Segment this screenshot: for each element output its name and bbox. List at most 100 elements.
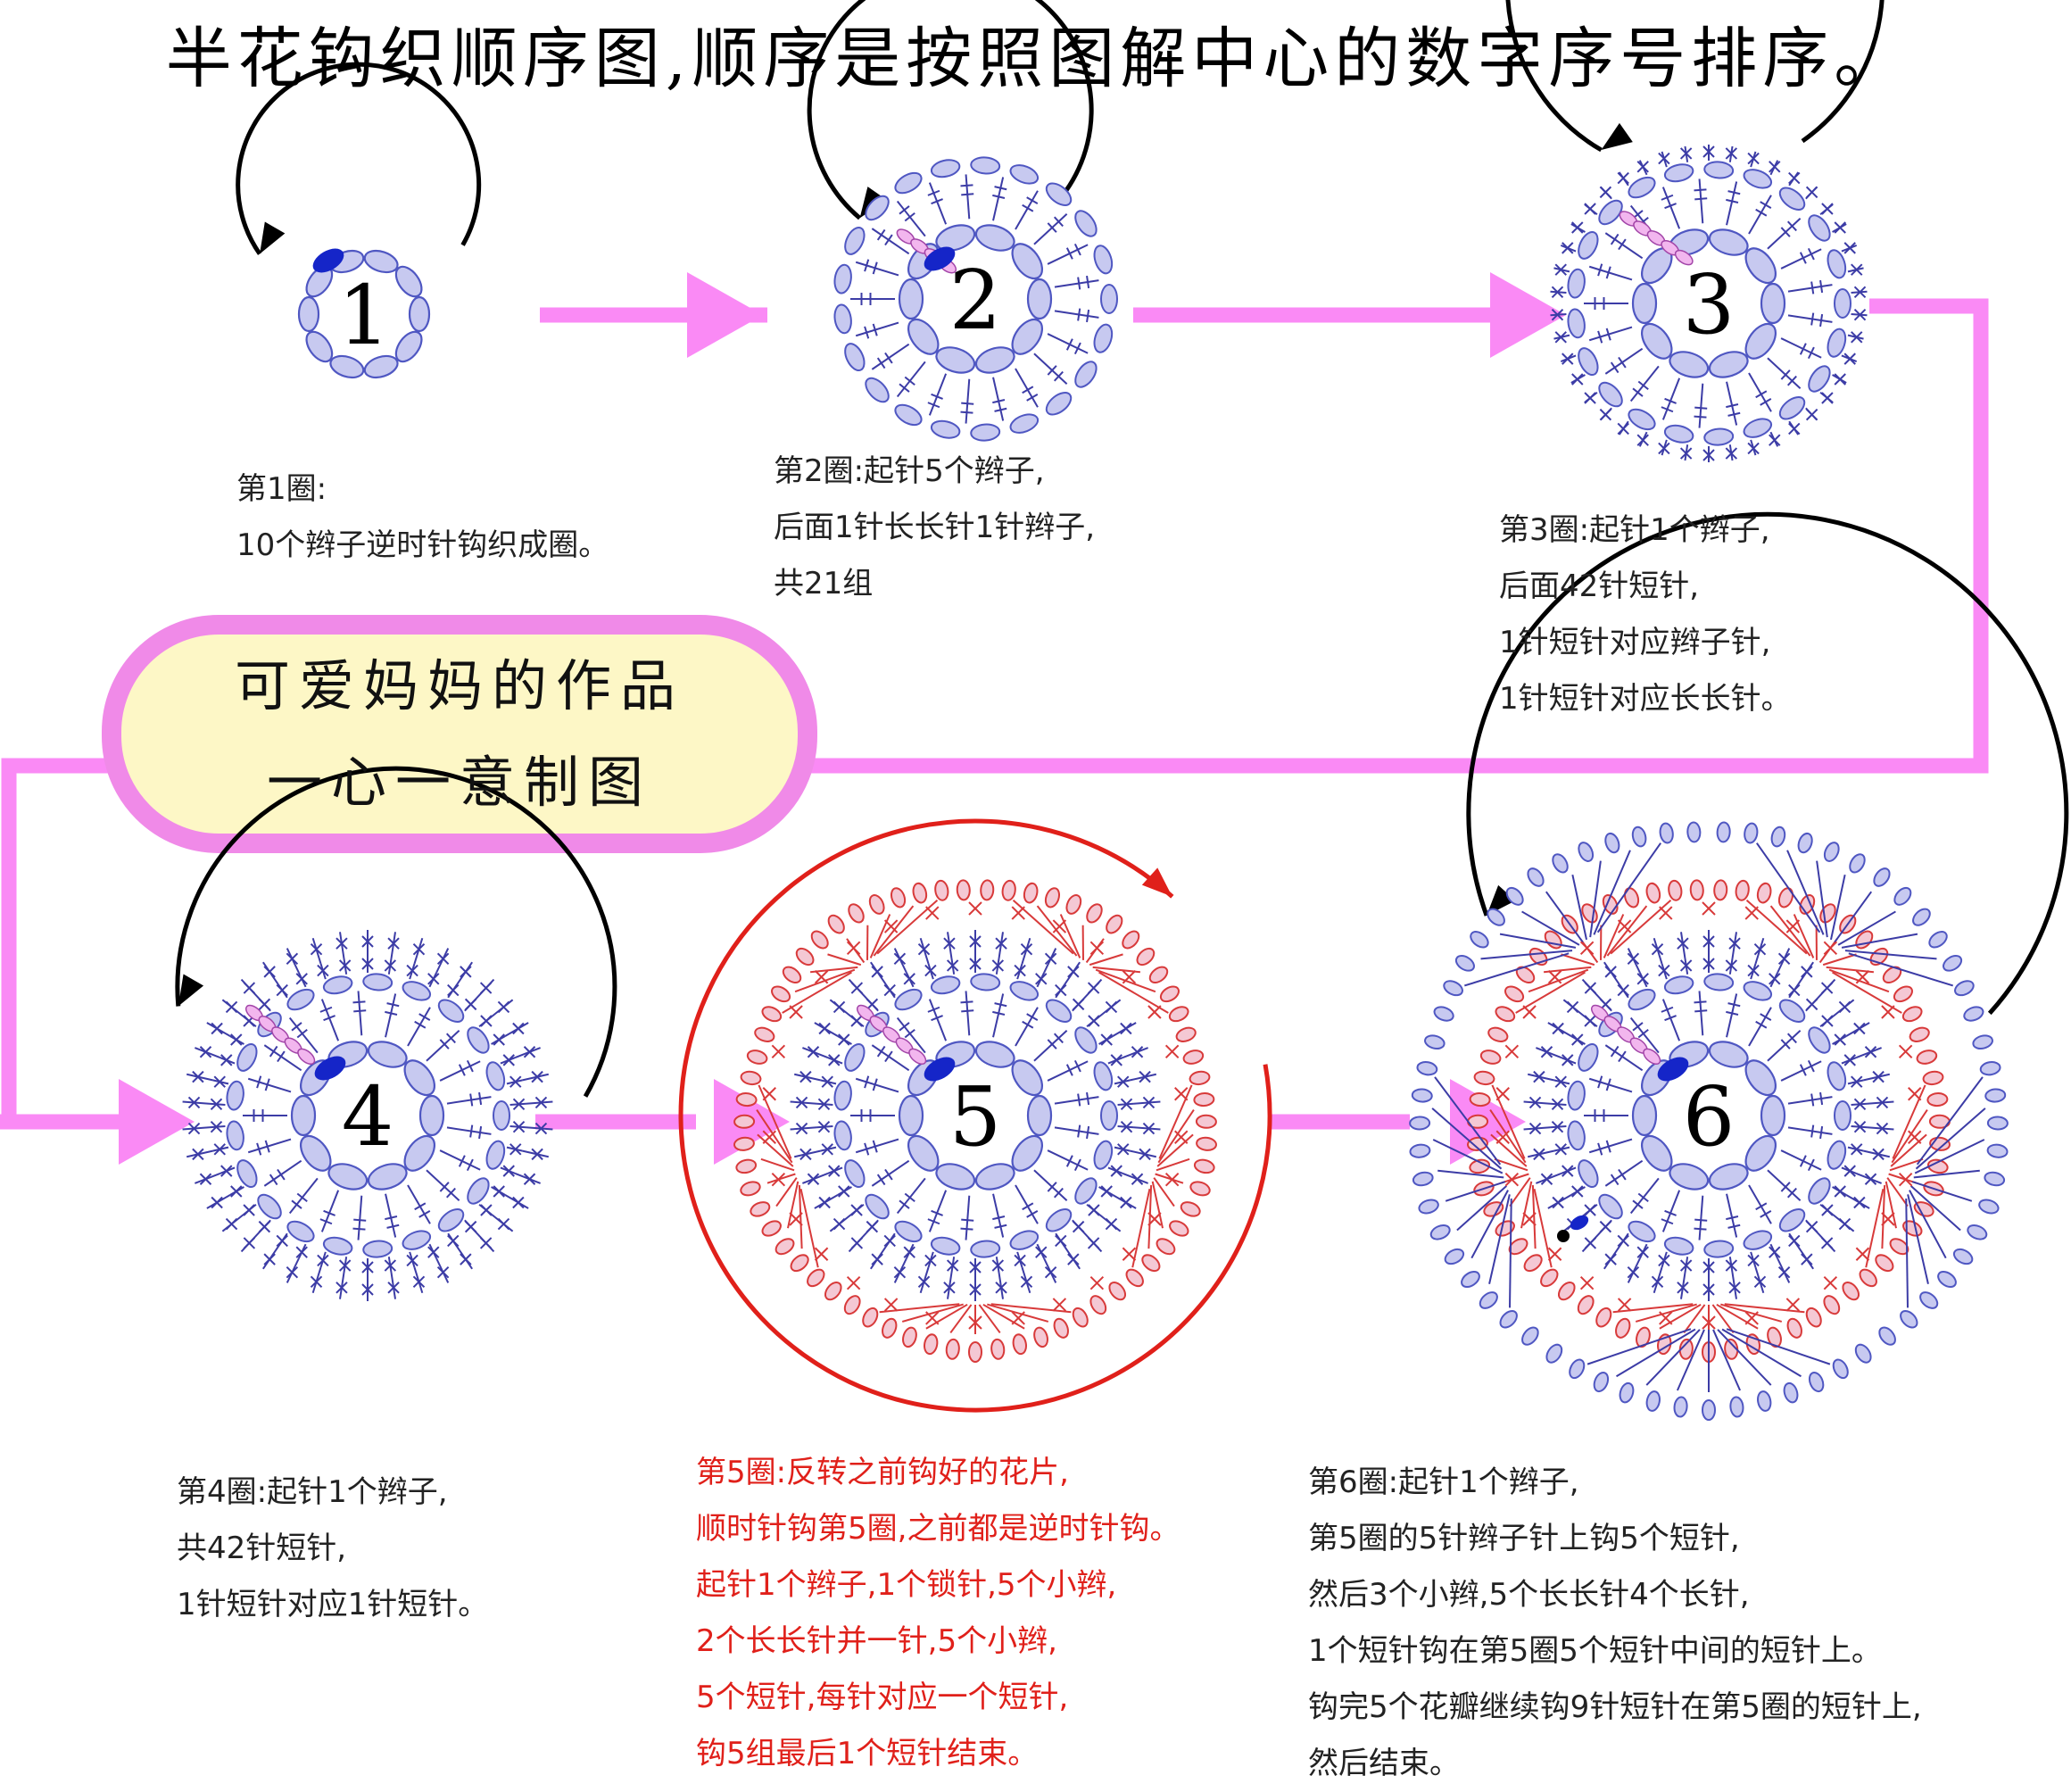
post-cross <box>1811 1094 1813 1107</box>
single-crochet <box>407 966 418 976</box>
round2-chain <box>841 225 868 258</box>
round-number: 5 <box>949 1069 1002 1165</box>
petal-post <box>1845 950 1936 958</box>
petal-chain <box>734 1115 754 1128</box>
treble-post <box>1777 1258 1789 1282</box>
single-crochet <box>503 1166 514 1176</box>
round2-chain <box>1101 1101 1117 1130</box>
post-cross <box>270 1046 278 1057</box>
treble-post <box>476 1232 493 1251</box>
petal-chain <box>822 1280 844 1303</box>
single-crochet <box>1900 1045 1912 1058</box>
treble-post <box>263 1247 278 1269</box>
treble-post <box>1034 353 1067 384</box>
post-cross <box>1760 1014 1771 1020</box>
caption-line: 第5圈:反转之前钩好的花片, <box>696 1445 1180 1501</box>
petal-chain <box>1908 1025 1931 1044</box>
petal-post <box>1159 1085 1191 1159</box>
treble-post <box>1631 366 1659 401</box>
petal-chain <box>1717 822 1730 842</box>
petal-chain <box>1714 880 1727 900</box>
petal-chain <box>1892 983 1915 1005</box>
petal-post <box>827 954 860 965</box>
single-crochet <box>1789 423 1800 434</box>
petal-chain <box>1821 1293 1843 1316</box>
petal-chain <box>1853 928 1876 951</box>
petal-chain <box>1052 1316 1071 1340</box>
treble-post <box>476 980 493 1000</box>
petal-post <box>1089 954 1122 965</box>
single-crochet <box>851 1205 862 1215</box>
single-crochet <box>1822 203 1833 214</box>
single-crochet <box>839 1186 849 1197</box>
single-crochet <box>466 1222 476 1232</box>
single-crochet <box>1637 435 1648 445</box>
petal-chain <box>1174 1025 1197 1044</box>
single-crochet <box>1572 222 1583 233</box>
petal-chain <box>1555 1280 1578 1303</box>
petal-chain <box>957 880 970 900</box>
petal-chain <box>923 1333 939 1355</box>
petal-chain <box>1987 1143 2009 1158</box>
round2-chain <box>1663 162 1694 184</box>
foundation-chain <box>1706 1037 1751 1071</box>
treble-post <box>1055 280 1098 286</box>
foundation-chain <box>1633 1096 1656 1135</box>
petal-post <box>1464 953 1569 985</box>
round2-chain <box>892 985 925 1014</box>
round2-chain <box>1008 411 1040 436</box>
round2-chain <box>1091 244 1115 276</box>
single-crochet <box>1618 1235 1628 1246</box>
foundation-chain <box>1028 1096 1051 1135</box>
petal-chain <box>1822 841 1842 864</box>
treble-post <box>436 1258 448 1282</box>
petal-chain <box>1785 1316 1804 1340</box>
single-crochet <box>221 1166 232 1176</box>
petal-chain <box>1782 1381 1800 1404</box>
single-crochet <box>829 1055 840 1066</box>
single-crochet <box>1053 920 1065 933</box>
petal-chain <box>825 913 847 936</box>
foundation-chain <box>1028 279 1051 319</box>
treble-post <box>1846 1195 1869 1208</box>
treble-post <box>287 949 299 973</box>
round2-chain <box>1663 1235 1694 1257</box>
treble-post <box>1817 980 1835 1000</box>
petal-chain <box>1857 1266 1879 1290</box>
petal-chain <box>1429 1223 1452 1242</box>
single-crochet <box>1073 1222 1084 1232</box>
treble-post <box>183 1127 210 1129</box>
treble-post <box>505 1195 528 1208</box>
single-crochet <box>1748 1255 1759 1265</box>
post-cross <box>1619 1169 1626 1180</box>
treble-post <box>1833 1000 1853 1016</box>
petal-chain <box>1567 1357 1587 1381</box>
single-crochet <box>1822 393 1833 403</box>
round2-chain <box>1776 393 1808 423</box>
treble-post <box>242 980 260 1000</box>
petal-chain <box>1769 825 1786 848</box>
petal-chain <box>1962 1005 1985 1024</box>
round2-chain <box>254 1191 286 1223</box>
post-cross <box>1027 1211 1038 1217</box>
round2-chain <box>930 157 961 179</box>
post-cross <box>1633 1200 1643 1208</box>
round2-chain <box>1804 212 1834 245</box>
petal-chain <box>1901 1004 1924 1024</box>
treble-post <box>1605 1161 1642 1186</box>
treble-post <box>1605 233 1642 258</box>
petal-chain <box>1070 1306 1090 1329</box>
post-cross <box>960 1229 973 1230</box>
post-cross <box>905 213 915 221</box>
single-crochet <box>1585 203 1595 214</box>
treble-post <box>1134 1101 1161 1103</box>
post-cross <box>278 1051 285 1062</box>
round2-chain <box>1742 1227 1774 1252</box>
round2-chain <box>234 1041 261 1074</box>
caption-round-6: 第6圈:起针1个辫子, 第5圈的5针辫子针上钩5个短针, 然后3个小辫,5个长长… <box>1308 1455 1922 1792</box>
treble-post <box>183 1101 210 1103</box>
petal-chain <box>1120 928 1142 951</box>
petal-chain <box>753 1025 776 1044</box>
treble-post <box>1083 1232 1101 1251</box>
post-cross <box>1078 278 1080 290</box>
